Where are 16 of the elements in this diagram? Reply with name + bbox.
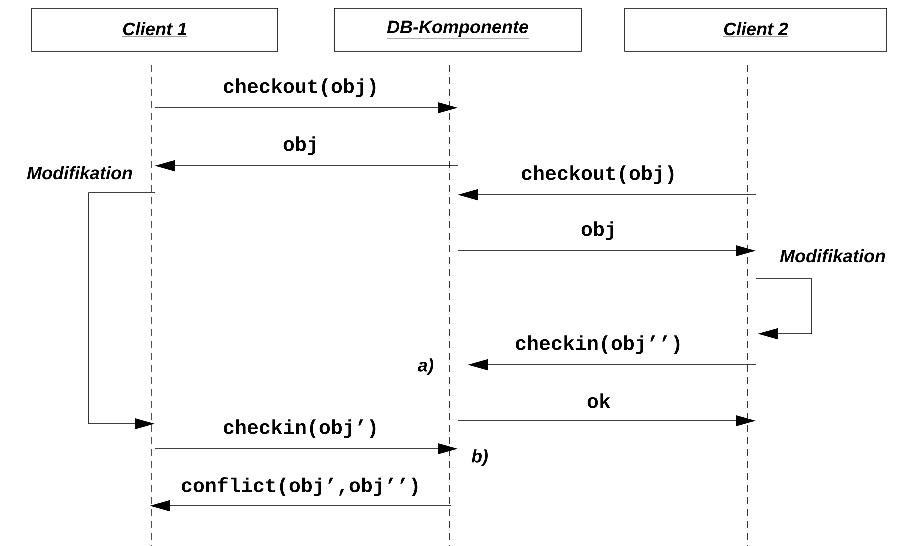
message-label: checkout(obj) — [520, 164, 678, 186]
participant-box: Client 1 — [32, 8, 278, 52]
message-label: checkout(obj) — [222, 78, 380, 98]
edge-label: Modifikation — [26, 165, 134, 181]
participant-box: Client 2 — [624, 8, 888, 52]
message-label: checkin(obj’) — [222, 418, 380, 440]
step-marker: a) — [418, 358, 434, 376]
self-message-arrow — [756, 278, 812, 340]
participant-box: DB-Komponente — [334, 8, 582, 52]
edge-label: Modifikation — [779, 248, 887, 264]
message-label: checkin(obj’’) — [514, 334, 684, 356]
message-label: ok — [586, 392, 612, 410]
message-label: obj — [580, 220, 618, 242]
step-marker: b) — [472, 450, 488, 466]
message-label: obj — [282, 136, 320, 156]
message-label: conflict(obj’,obj’’) — [180, 476, 422, 498]
